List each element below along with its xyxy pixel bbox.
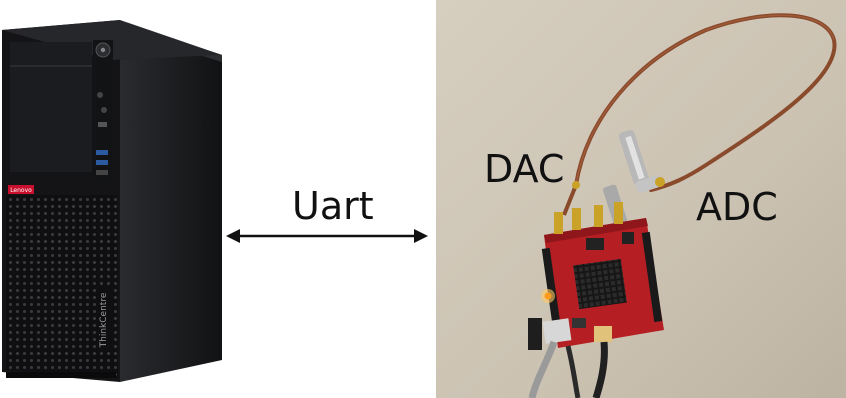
model-text: ThinkCentre [99, 292, 109, 348]
usb-port-icon [96, 150, 108, 175]
dac-label: DAC [484, 147, 565, 191]
adc-label: ADC [696, 185, 778, 229]
status-led-icon [541, 289, 555, 303]
double-headed-arrow-icon [226, 229, 428, 243]
lenovo-badge [8, 185, 34, 194]
sma-connector [554, 202, 623, 234]
red-pitaya-board [541, 202, 664, 348]
uart-label: Uart [292, 184, 374, 228]
board-photo [436, 0, 846, 398]
power-button-icon [95, 42, 111, 58]
brand-badge-text: Lenovo [10, 187, 32, 194]
desktop-computer-image: Lenovo ThinkCentre [2, 20, 222, 382]
